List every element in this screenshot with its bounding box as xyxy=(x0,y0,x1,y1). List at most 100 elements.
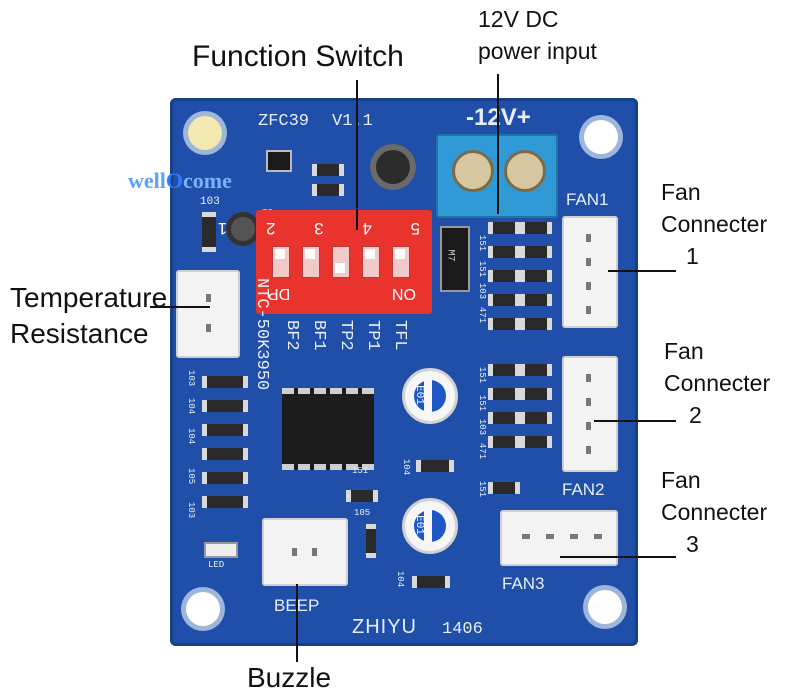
fan1-pin-1 xyxy=(586,234,591,242)
code-104-b: 104 xyxy=(395,570,406,588)
code-151-b: 151 xyxy=(477,260,488,278)
buzzer-connector[interactable] xyxy=(262,518,348,586)
buzzer-pin-2 xyxy=(312,548,317,556)
watermark-left: well xyxy=(128,168,166,193)
leader-temperature xyxy=(150,306,210,308)
code-104-left2: 104 xyxy=(186,428,196,445)
resistor-col4-1 xyxy=(520,364,552,376)
temp-label-line1: Temperature xyxy=(10,282,168,313)
cap-mid-1 xyxy=(416,460,454,472)
fan2-label-line1: Fan xyxy=(664,338,704,364)
power-input-label-line2: power input xyxy=(478,38,597,65)
cap-left-1 xyxy=(202,376,248,388)
watermark-o: O xyxy=(165,168,184,193)
cap-left-6 xyxy=(202,496,248,508)
power-input-label-line1: 12V DC xyxy=(478,6,559,32)
potentiometer-1-slot xyxy=(424,377,432,415)
function-switch-label: Function Switch xyxy=(192,40,404,73)
dip-knob-3 xyxy=(335,263,345,273)
function-tfl: TFL xyxy=(390,320,409,351)
code-151-c: 151 xyxy=(477,366,488,384)
potentiometer-2-slot xyxy=(424,507,432,545)
resistor-col2-3 xyxy=(520,270,552,282)
fan2-label-line3: 2 xyxy=(689,402,702,429)
fan2-pin-2 xyxy=(586,398,591,406)
code-151-d: 151 xyxy=(477,394,488,412)
dip-switch-4[interactable] xyxy=(302,246,320,278)
buzzle-label: Buzzle xyxy=(247,662,332,693)
dip-switch-5[interactable] xyxy=(272,246,290,278)
code-103-top: 103 xyxy=(200,196,220,208)
resistor-col3-4 xyxy=(488,436,520,448)
code-105-left: 105 xyxy=(186,468,196,485)
fan1-label-line3: 1 xyxy=(686,243,699,270)
resistor-col1-2 xyxy=(488,246,520,258)
resistor-col1-1 xyxy=(488,222,520,234)
watermark-right: come xyxy=(183,168,232,193)
component-top-2 xyxy=(312,184,344,196)
terminal-screw-2 xyxy=(504,150,546,192)
potentiometer-1[interactable]: E01 xyxy=(402,368,458,424)
potentiometer-2[interactable]: E01 xyxy=(402,498,458,554)
resistor-col1-4 xyxy=(488,294,520,306)
fan1-connector[interactable] xyxy=(562,216,618,328)
dip-on-label: ON xyxy=(392,285,416,302)
code-103-left: 103 xyxy=(186,370,196,387)
fan3-pin-2 xyxy=(546,534,554,539)
led xyxy=(204,542,238,558)
dip-switch-3[interactable] xyxy=(332,246,350,278)
function-labels: BF2 BF1 TP2 TP1 TFL xyxy=(282,320,409,390)
inductor xyxy=(226,212,260,246)
code-151-a: 151 xyxy=(477,234,488,252)
top-chip xyxy=(266,150,292,172)
code-471-a: 471 xyxy=(477,306,488,324)
code-151-f: 151 xyxy=(477,480,488,498)
temp-pin-1 xyxy=(206,294,211,302)
dip-knob-5 xyxy=(275,249,285,259)
fan2-pin-3 xyxy=(586,422,591,430)
date-code-silk: 1406 xyxy=(442,620,483,639)
code-104-a: 104 xyxy=(401,458,412,476)
resistor-col2-1 xyxy=(520,222,552,234)
resistor-col2-2 xyxy=(520,246,552,258)
cap-left-3 xyxy=(202,424,248,436)
terminal-screw-1 xyxy=(452,150,494,192)
code-103-b: 103 xyxy=(477,282,488,300)
power-input-label: 12V DC power input xyxy=(478,6,597,65)
cap-left-4 xyxy=(202,448,248,460)
resistor-col4-4 xyxy=(520,436,552,448)
cap-left-2 xyxy=(202,400,248,412)
fan2-label-line2: Connecter xyxy=(664,370,771,397)
pcb-board: ZFC39 V1.1 wellOcome 103 78 -12V+ 5 4 3 … xyxy=(128,98,638,646)
code-103-left2: 103 xyxy=(186,502,196,519)
fan3-connector-label: Fan Connecter 3 xyxy=(661,464,767,561)
dip-switch[interactable]: 5 4 3 2 1 DP ON xyxy=(201,210,432,314)
code-471-b: 471 xyxy=(477,442,488,460)
fan3-label-line3: 3 xyxy=(686,531,699,558)
board-version: V1.1 xyxy=(332,112,373,131)
dip-switch-1[interactable] xyxy=(392,246,410,278)
cap-mid-4 xyxy=(412,576,450,588)
resistor-col2-4 xyxy=(520,294,552,306)
fan2-connector-label: Fan Connecter 2 xyxy=(664,335,770,432)
temperature-sensor-connector[interactable] xyxy=(176,270,240,358)
fan1-label-line1: Fan xyxy=(661,179,701,205)
dip-switch-2[interactable] xyxy=(362,246,380,278)
mounting-hole-top-right xyxy=(584,120,618,154)
board-model: ZFC39 xyxy=(258,112,310,131)
temp-pin-2 xyxy=(206,324,211,332)
fan2-connector[interactable] xyxy=(562,356,618,472)
resistor-col4-3 xyxy=(520,412,552,424)
leader-fan3 xyxy=(560,556,676,558)
fan1-label-line2: Connecter xyxy=(661,211,768,238)
brand-silk: ZHIYU xyxy=(352,616,417,638)
code-105: 105 xyxy=(354,508,371,518)
resistor-col3-1 xyxy=(488,364,520,376)
led-silk: LED xyxy=(208,560,225,570)
mounting-hole-bottom-left xyxy=(186,592,220,626)
dip-knob-1 xyxy=(395,249,405,259)
fan2-silk: FAN2 xyxy=(562,480,605,499)
dip-knob-2 xyxy=(365,249,375,259)
fan1-pin-4 xyxy=(586,306,591,314)
